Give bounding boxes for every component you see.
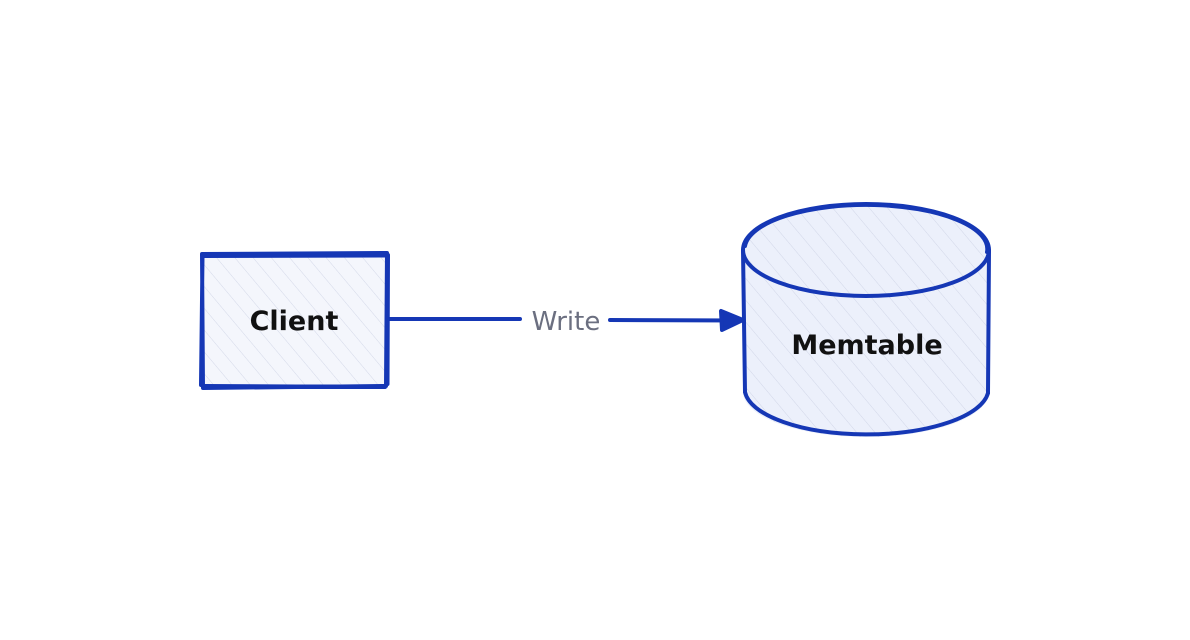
client-label: Client xyxy=(250,306,339,337)
write-edge[interactable]: Write xyxy=(387,307,745,337)
memtable-hatch xyxy=(743,205,989,437)
memtable-label: Memtable xyxy=(791,330,942,361)
write-arrowhead xyxy=(719,309,745,332)
write-edge-label: Write xyxy=(532,307,601,337)
memtable-node[interactable]: Memtable xyxy=(741,202,991,437)
memtable-top-inner xyxy=(743,202,990,254)
memtable-sides xyxy=(741,248,991,395)
write-edge-line xyxy=(387,317,742,323)
client-node[interactable]: Client xyxy=(199,251,390,390)
memtable-bottom xyxy=(743,390,990,437)
client-hatch xyxy=(203,255,386,386)
